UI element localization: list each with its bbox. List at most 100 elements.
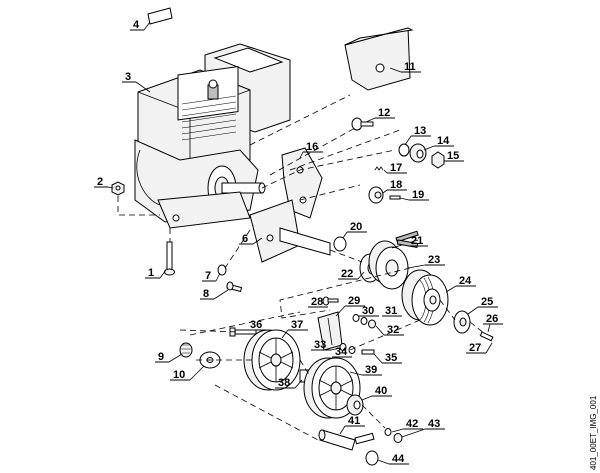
pulley-24 (401, 269, 449, 326)
svg-text:10: 10 (173, 369, 185, 381)
bearing-13-14 (398, 143, 427, 163)
cylinder-fins (177, 65, 239, 141)
svg-text:35: 35 (385, 352, 397, 364)
callout-18: 18 (382, 179, 407, 194)
callout-21: 21 (408, 235, 428, 247)
callout-27: 27 (466, 342, 493, 354)
callout-31: 31 (382, 305, 402, 317)
callout-3: 3 (122, 71, 151, 93)
svg-text:40: 40 (375, 385, 387, 397)
svg-text:42: 42 (406, 418, 418, 430)
svg-text:30: 30 (362, 305, 374, 317)
callout-11: 11 (389, 61, 421, 73)
washer-25 (453, 310, 471, 334)
axle-41 (318, 429, 375, 451)
svg-text:7: 7 (205, 270, 211, 282)
callout-41: 41 (339, 415, 365, 435)
callout-10: 10 (170, 365, 205, 381)
svg-text:21: 21 (411, 235, 423, 247)
bolt-28 (322, 296, 339, 306)
bolt-8 (226, 281, 243, 293)
callout-42: 42 (391, 418, 423, 433)
wheel-37 (243, 329, 301, 391)
callout-25: 25 (467, 296, 498, 315)
callout-38: 38 (275, 377, 303, 389)
svg-text:4: 4 (133, 19, 140, 31)
assembly-lines (117, 94, 486, 441)
bushing-40 (346, 394, 364, 416)
svg-text:41: 41 (348, 415, 360, 427)
drive-shaft (279, 227, 347, 256)
callout-40: 40 (361, 385, 392, 401)
callout-8: 8 (200, 288, 229, 300)
callout-9: 9 (155, 351, 183, 363)
svg-text:18: 18 (390, 179, 402, 191)
mounting-bracket (249, 147, 323, 263)
pulley-23 (368, 230, 419, 290)
hardware-30-32 (352, 314, 376, 329)
callout-7: 7 (202, 270, 221, 282)
document-code: 401_00ET_IMG_001 (589, 395, 598, 470)
callout-19: 19 (399, 189, 429, 201)
callout-13: 13 (404, 125, 431, 146)
callout-15: 15 (444, 150, 464, 162)
svg-text:23: 23 (428, 254, 440, 266)
callout-28: 28 (308, 296, 328, 308)
callout-2: 2 (94, 176, 114, 189)
roller-18 (368, 186, 384, 204)
callout-26: 26 (483, 313, 503, 333)
callout-6: 6 (239, 233, 263, 245)
spring-17 (374, 166, 384, 171)
svg-text:2: 2 (97, 176, 103, 188)
svg-text:8: 8 (203, 288, 209, 300)
svg-text:25: 25 (481, 296, 493, 308)
svg-text:44: 44 (392, 453, 405, 465)
clamp-9 (179, 342, 193, 358)
svg-text:32: 32 (387, 324, 399, 336)
callout-14: 14 (423, 135, 454, 151)
svg-text:31: 31 (385, 305, 397, 317)
callout-labels: 1 2 3 4 6 7 8 9 10 11 12 13 14 15 16 17 … (94, 19, 503, 465)
svg-text:26: 26 (486, 313, 498, 325)
svg-text:22: 22 (341, 268, 353, 280)
callout-20: 20 (342, 221, 367, 239)
svg-text:17: 17 (390, 162, 402, 174)
clip-44 (365, 450, 379, 466)
callout-17: 17 (383, 162, 407, 174)
svg-text:12: 12 (378, 107, 390, 119)
engine-assembly (134, 7, 291, 229)
svg-text:28: 28 (311, 296, 323, 308)
svg-text:13: 13 (414, 125, 426, 137)
nut-15 (431, 151, 445, 169)
callout-22: 22 (338, 268, 365, 280)
svg-text:16: 16 (306, 141, 318, 153)
callout-32: 32 (375, 324, 404, 336)
svg-text:20: 20 (350, 221, 362, 233)
callout-16: 16 (299, 141, 323, 159)
callout-30: 30 (359, 305, 379, 317)
svg-text:24: 24 (459, 275, 472, 287)
callout-29: 29 (335, 295, 365, 317)
callout-43: 43 (401, 418, 445, 438)
nut-2 (111, 181, 125, 196)
svg-text:37: 37 (291, 319, 303, 331)
svg-text:6: 6 (242, 233, 248, 245)
callout-4: 4 (130, 19, 151, 31)
bolt-12 (351, 117, 374, 131)
callout-12: 12 (365, 107, 395, 123)
svg-text:14: 14 (437, 135, 450, 147)
svg-text:34: 34 (335, 346, 348, 358)
svg-text:1: 1 (148, 267, 154, 279)
washer-7 (217, 264, 227, 276)
callout-44: 44 (377, 453, 409, 465)
callout-35: 35 (373, 352, 402, 364)
callout-24: 24 (445, 275, 476, 293)
belt-cover (344, 27, 414, 91)
pin-19 (389, 195, 401, 200)
callout-34: 34 (332, 346, 352, 358)
svg-text:29: 29 (348, 295, 360, 307)
svg-text:15: 15 (447, 150, 459, 162)
callout-23: 23 (407, 254, 445, 269)
svg-text:38: 38 (278, 377, 290, 389)
